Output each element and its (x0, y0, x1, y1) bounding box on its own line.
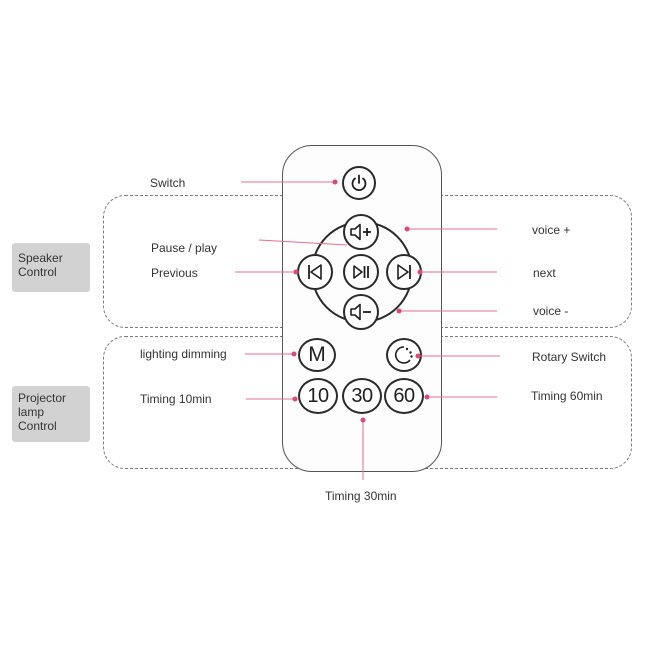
timing-60-callout: Timing 60min (531, 389, 603, 403)
timer-60-button[interactable]: 60 (384, 378, 424, 414)
pause-play-callout: Pause / play (151, 241, 218, 255)
timer-10-button[interactable]: 10 (298, 378, 338, 414)
next-dot (417, 269, 423, 275)
voice-up-callout: voice + (532, 223, 571, 237)
next-callout: next (533, 266, 556, 280)
play-pause-button[interactable] (343, 254, 379, 290)
power-button[interactable] (342, 166, 376, 200)
play-pause-icon (353, 265, 369, 279)
switch-dot (332, 179, 338, 185)
previous-icon (308, 264, 322, 280)
volume-down-button[interactable] (343, 294, 379, 330)
rotary-switch-callout: Rotary Switch (532, 350, 607, 364)
switch-callout: Switch (150, 176, 186, 190)
power-icon (351, 174, 367, 192)
rotary-icon (395, 346, 413, 364)
lighting-dimming-callout: lighting dimming (140, 347, 227, 361)
timing-30-callout: Timing 30min (325, 489, 397, 503)
voice-down-callout: voice - (533, 304, 569, 318)
projector-lamp-control-label: Projector lamp Control (12, 386, 90, 442)
timing-10-callout: Timing 10min (140, 392, 212, 406)
volume-up-button[interactable] (343, 214, 379, 250)
previous-dot (293, 269, 299, 275)
lighting-dimming-dot (291, 351, 297, 357)
next-icon (397, 264, 411, 280)
timer-30-button[interactable]: 30 (342, 378, 382, 414)
timing-60-dot (424, 394, 430, 400)
timing-30-dot (360, 417, 366, 423)
rotary-switch-dot (415, 353, 421, 359)
volume-up-icon (350, 223, 371, 241)
volume-down-icon (350, 303, 371, 321)
mode-button[interactable]: M (298, 338, 336, 372)
previous-callout: Previous (151, 266, 198, 280)
pause-play-leader (258, 239, 348, 246)
timing-10-dot (292, 396, 298, 402)
voice-down-dot (396, 308, 402, 314)
voice-up-dot (404, 226, 410, 232)
speaker-control-label: Speaker Control (12, 243, 90, 292)
